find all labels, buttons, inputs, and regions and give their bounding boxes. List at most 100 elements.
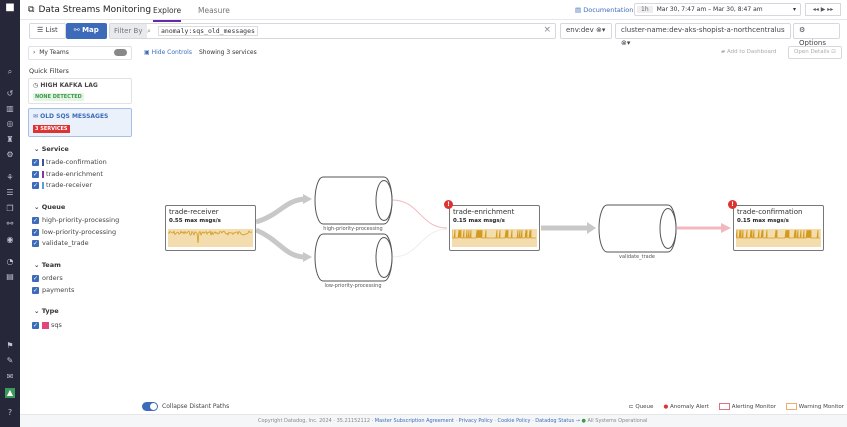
collapse-distant-paths[interactable]: Collapse Distant Paths — [142, 402, 229, 411]
arrowhead — [303, 194, 312, 204]
integrations-icon[interactable]: ⚙ — [6, 150, 14, 159]
facet-item[interactable]: ✓validate_trade — [32, 239, 89, 247]
search-query[interactable]: anomaly:sqs_old_messages — [158, 26, 258, 36]
facet-item[interactable]: ✓trade-enrichment — [32, 170, 103, 178]
showing-count: Showing 3 services — [199, 49, 257, 56]
play-icon[interactable]: ▶ — [820, 6, 826, 13]
env-select[interactable]: env:dev ⊗▾ — [560, 23, 612, 39]
watchdog-icon[interactable]: ♜ — [6, 135, 14, 144]
facet-item[interactable]: ✓ sqs — [32, 321, 62, 329]
filter-search[interactable]: Filter By ⌕ anomaly:sqs_old_messages × — [109, 23, 556, 39]
cluster-select[interactable]: cluster-name:dev-aks-shopist-a-northcent… — [615, 23, 791, 47]
rewind-icon[interactable]: ◂◂ — [812, 6, 819, 13]
quick-filter-kafka-lag[interactable]: ◷ HIGH KAFKA LAG NONE DETECTED — [28, 78, 132, 104]
add-to-dashboard-button[interactable]: ▰ Add to Dashboard — [721, 49, 777, 55]
my-teams-toggle[interactable] — [114, 49, 127, 56]
clear-icon[interactable]: × — [543, 25, 551, 35]
open-details-button[interactable]: Open Details ⊡ — [788, 46, 842, 59]
history-icon[interactable]: ↺ — [6, 89, 14, 98]
clear-circle-icon[interactable]: ⊗ — [621, 39, 627, 47]
sparkline-line — [452, 229, 536, 239]
checkbox[interactable]: ✓ — [32, 216, 39, 224]
anomaly-alert-icon[interactable]: ! — [444, 200, 453, 209]
map-label: Map — [82, 26, 99, 34]
checkbox[interactable]: ✓ — [32, 181, 39, 189]
facet-item[interactable]: ✓trade-confirmation — [32, 158, 107, 166]
quick-filters-heading: Quick Filters — [29, 67, 69, 75]
help-icon[interactable]: ? — [7, 408, 13, 417]
apm-icon[interactable]: ⚘ — [6, 173, 14, 182]
queue-high-priority-processing[interactable] — [314, 176, 393, 225]
quick-filter-old-sqs[interactable]: ✉ OLD SQS MESSAGES 3 SERVICES — [28, 108, 132, 137]
facet-item[interactable]: ✓orders — [32, 274, 63, 282]
queue-validate-trade[interactable] — [598, 204, 677, 253]
facet-item[interactable]: ✓high-priority-processing — [32, 216, 119, 224]
throughput-sparkline — [736, 229, 821, 247]
checkbox[interactable]: ✓ — [32, 228, 39, 236]
mail-icon: ✉ — [33, 113, 39, 120]
my-teams-label: My Teams — [39, 49, 69, 56]
alerting-swatch — [718, 403, 730, 410]
arrowhead — [587, 222, 596, 234]
footer-link[interactable]: Privacy Policy — [458, 418, 493, 424]
tab-explore[interactable]: Explore — [153, 6, 182, 22]
color-swatch — [42, 158, 44, 166]
legend-label: Alerting Monitor — [731, 404, 776, 410]
queue-low-priority-processing[interactable] — [314, 233, 393, 282]
qf-title: OLD SQS MESSAGES — [40, 113, 109, 120]
time-preset[interactable]: 1h — [637, 6, 653, 13]
title-text: Data Streams Monitoring — [38, 5, 152, 15]
hide-controls-button[interactable]: ▣ Hide Controls — [144, 49, 192, 56]
infrastructure-icon[interactable]: ❐ — [6, 204, 14, 213]
logs-icon[interactable]: ☰ — [6, 188, 14, 197]
chat-icon[interactable]: ✉ — [6, 372, 14, 381]
search-icon[interactable]: ⌕ — [7, 67, 13, 76]
throughput-sparkline — [452, 229, 537, 247]
footer-link[interactable]: Cookie Policy — [497, 418, 531, 424]
facet-item[interactable]: ✓payments — [32, 286, 74, 294]
my-teams-filter[interactable]: › My Teams — [28, 46, 132, 60]
user-avatar-icon[interactable]: ▲ — [5, 388, 15, 398]
tools-icon[interactable]: ✎ — [6, 356, 14, 365]
search-icon: ⌕ — [147, 27, 151, 35]
integrations-bottom-icon[interactable]: ⚑ — [6, 341, 14, 350]
facet-item[interactable]: ✓trade-receiver — [32, 181, 92, 189]
dashboards-icon[interactable]: ▥ — [6, 104, 14, 113]
network-icon[interactable]: ⚯ — [6, 219, 14, 228]
status-badge: 3 SERVICES — [33, 125, 70, 133]
notebooks-icon[interactable]: ▤ — [6, 272, 14, 281]
service-node-trade-receiver[interactable]: trade-receiver 0.55 max msgs/s — [165, 205, 256, 251]
playback-controls[interactable]: ◂◂ ▶ ▸▸ — [805, 3, 841, 16]
service-node-trade-enrichment[interactable]: ! trade-enrichment 0.15 max msgs/s — [444, 200, 540, 251]
datadog-logo-icon[interactable]: ■ — [5, 2, 15, 13]
collapse-toggle[interactable] — [142, 402, 158, 411]
checkbox[interactable]: ✓ — [32, 274, 39, 282]
performance-icon[interactable]: ◔ — [6, 257, 14, 266]
options-button[interactable]: ⚙ Options — [793, 23, 840, 47]
list-view-button[interactable]: ☰ List — [29, 23, 66, 39]
facet-item[interactable]: ✓low-priority-processing — [32, 228, 116, 236]
map-view-button[interactable]: ⚯ Map — [65, 23, 107, 39]
facet-queue[interactable]: ⌄ Queue — [34, 203, 66, 211]
security-icon[interactable]: ◉ — [6, 235, 14, 244]
checkbox[interactable]: ✓ — [32, 286, 39, 294]
tab-measure[interactable]: Measure — [198, 6, 230, 15]
monitors-icon[interactable]: ◎ — [6, 119, 14, 128]
service-node-trade-confirmation[interactable]: ! trade-confirmation 0.15 max msgs/s — [728, 200, 824, 251]
facet-item-label: sqs — [51, 321, 62, 329]
forward-icon[interactable]: ▸▸ — [827, 6, 834, 13]
checkbox[interactable]: ✓ — [32, 239, 39, 247]
facet-team[interactable]: ⌄ Team — [34, 261, 61, 269]
footer-link[interactable]: Datadog Status → — [535, 418, 580, 424]
facet-service[interactable]: ⌄ Service — [34, 145, 69, 153]
anomaly-alert-icon[interactable]: ! — [728, 200, 737, 209]
checkbox[interactable]: ✓ — [32, 158, 39, 166]
legend-queue: ⊏ Queue — [629, 404, 653, 410]
clear-circle-icon[interactable]: ⊗ — [596, 26, 602, 34]
documentation-link[interactable]: ▤ Documentation — [575, 6, 634, 14]
checkbox[interactable]: ✓ — [32, 170, 39, 178]
checkbox[interactable]: ✓ — [32, 321, 39, 329]
footer-link[interactable]: Master Subscription Agreement — [374, 418, 454, 424]
facet-type[interactable]: ⌄ Type — [34, 307, 59, 315]
